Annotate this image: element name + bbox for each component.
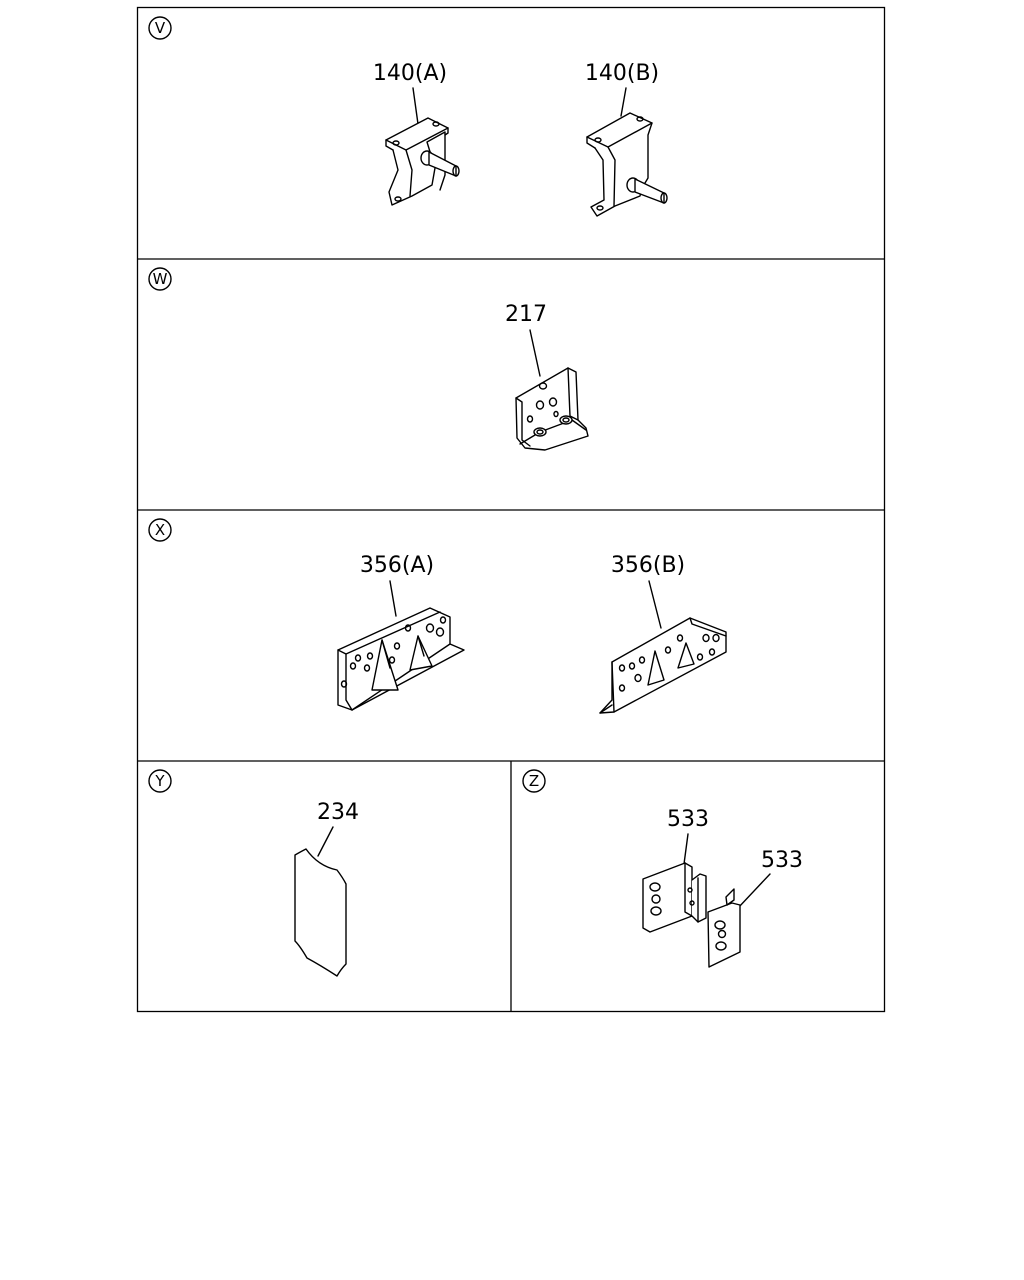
part-label-533-second: 533 (761, 848, 803, 873)
engine-mount-140b (586, 112, 668, 217)
leader-line (529, 329, 541, 377)
engine-mount-140a (385, 117, 460, 206)
diagram-frame (136, 6, 886, 1013)
crossmember-356a (337, 607, 465, 711)
svg-text:V: V (155, 19, 166, 37)
plate-533-small (707, 888, 741, 968)
part-label-140a: 140(A) (373, 61, 447, 86)
bracket-217 (515, 367, 589, 451)
section-v: V 140(A) 140(B) (148, 16, 668, 217)
leader-line (620, 87, 627, 117)
part-label-533-first: 533 (667, 807, 709, 832)
section-x: X 356(A) 356(B) (148, 518, 727, 714)
part-label-234: 234 (317, 800, 359, 825)
section-marker-w: W (148, 267, 172, 291)
part-label-356a: 356(A) (360, 553, 434, 578)
plate-533-large (642, 862, 707, 933)
svg-text:W: W (153, 270, 168, 288)
part-label-356b: 356(B) (611, 553, 685, 578)
section-marker-y: Y (148, 769, 172, 793)
svg-text:Z: Z (529, 772, 539, 790)
section-marker-v: V (148, 16, 172, 40)
plate-234 (294, 848, 347, 977)
leader-line (389, 580, 397, 617)
leader-line (737, 873, 771, 909)
section-w: W 217 (148, 267, 589, 451)
section-marker-x: X (148, 518, 172, 542)
section-marker-z: Z (522, 769, 546, 793)
svg-text:Y: Y (154, 772, 165, 790)
svg-text:X: X (155, 521, 165, 539)
leader-line (412, 87, 419, 125)
leader-line (683, 833, 689, 865)
crossmember-356b (599, 617, 727, 714)
part-label-217: 217 (505, 302, 547, 327)
leader-line (648, 580, 662, 629)
section-z: Z 533 533 (522, 769, 803, 968)
leader-line (317, 826, 334, 857)
part-label-140b: 140(B) (585, 61, 659, 86)
section-y: Y 234 (148, 769, 359, 977)
